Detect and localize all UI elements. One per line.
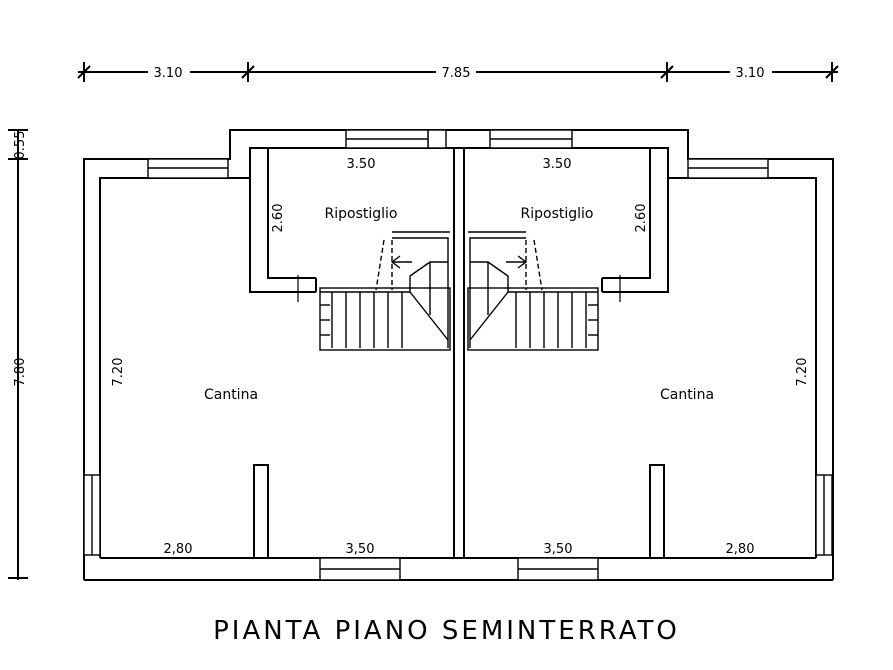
- windows: [83, 129, 833, 581]
- left-storage-name: Ripostiglio: [325, 206, 398, 222]
- top-dimension-line: [77, 62, 839, 82]
- right-cellar-name: Cantina: [660, 387, 714, 403]
- dim-left-total: 7.80: [13, 358, 28, 387]
- right-storage-walls: [601, 148, 669, 293]
- dim-top-left: 3.10: [154, 66, 183, 81]
- cellar-partitions: [253, 464, 665, 558]
- left-cellar-bottom-right: 3,50: [346, 542, 375, 557]
- left-stairs: [319, 231, 451, 351]
- left-cellar-bottom-left: 2,80: [164, 542, 193, 557]
- dim-left-small: 0.55: [13, 131, 28, 160]
- right-storage-name: Ripostiglio: [521, 206, 594, 222]
- right-stairs: [467, 231, 599, 351]
- exterior-walls: [83, 129, 834, 581]
- left-storage-height: 2.60: [271, 204, 286, 233]
- party-wall: [453, 148, 465, 558]
- right-storage-width: 3.50: [543, 157, 572, 172]
- right-storage-height: 2.60: [634, 204, 649, 233]
- right-cellar-bottom-left: 3,50: [544, 542, 573, 557]
- dim-top-right: 3.10: [736, 66, 765, 81]
- dim-top-center: 7.85: [442, 66, 471, 81]
- right-cellar-bottom-right: 2,80: [726, 542, 755, 557]
- left-cellar-height: 7.20: [111, 358, 126, 387]
- left-cellar-name: Cantina: [204, 387, 258, 403]
- left-dimension-line: [8, 129, 28, 580]
- right-cellar-height: 7.20: [795, 358, 810, 387]
- door-marks: [297, 275, 621, 302]
- left-storage-width: 3.50: [347, 157, 376, 172]
- left-storage-walls: [249, 148, 317, 293]
- plan-title: PIANTA PIANO SEMINTERRATO: [213, 616, 680, 646]
